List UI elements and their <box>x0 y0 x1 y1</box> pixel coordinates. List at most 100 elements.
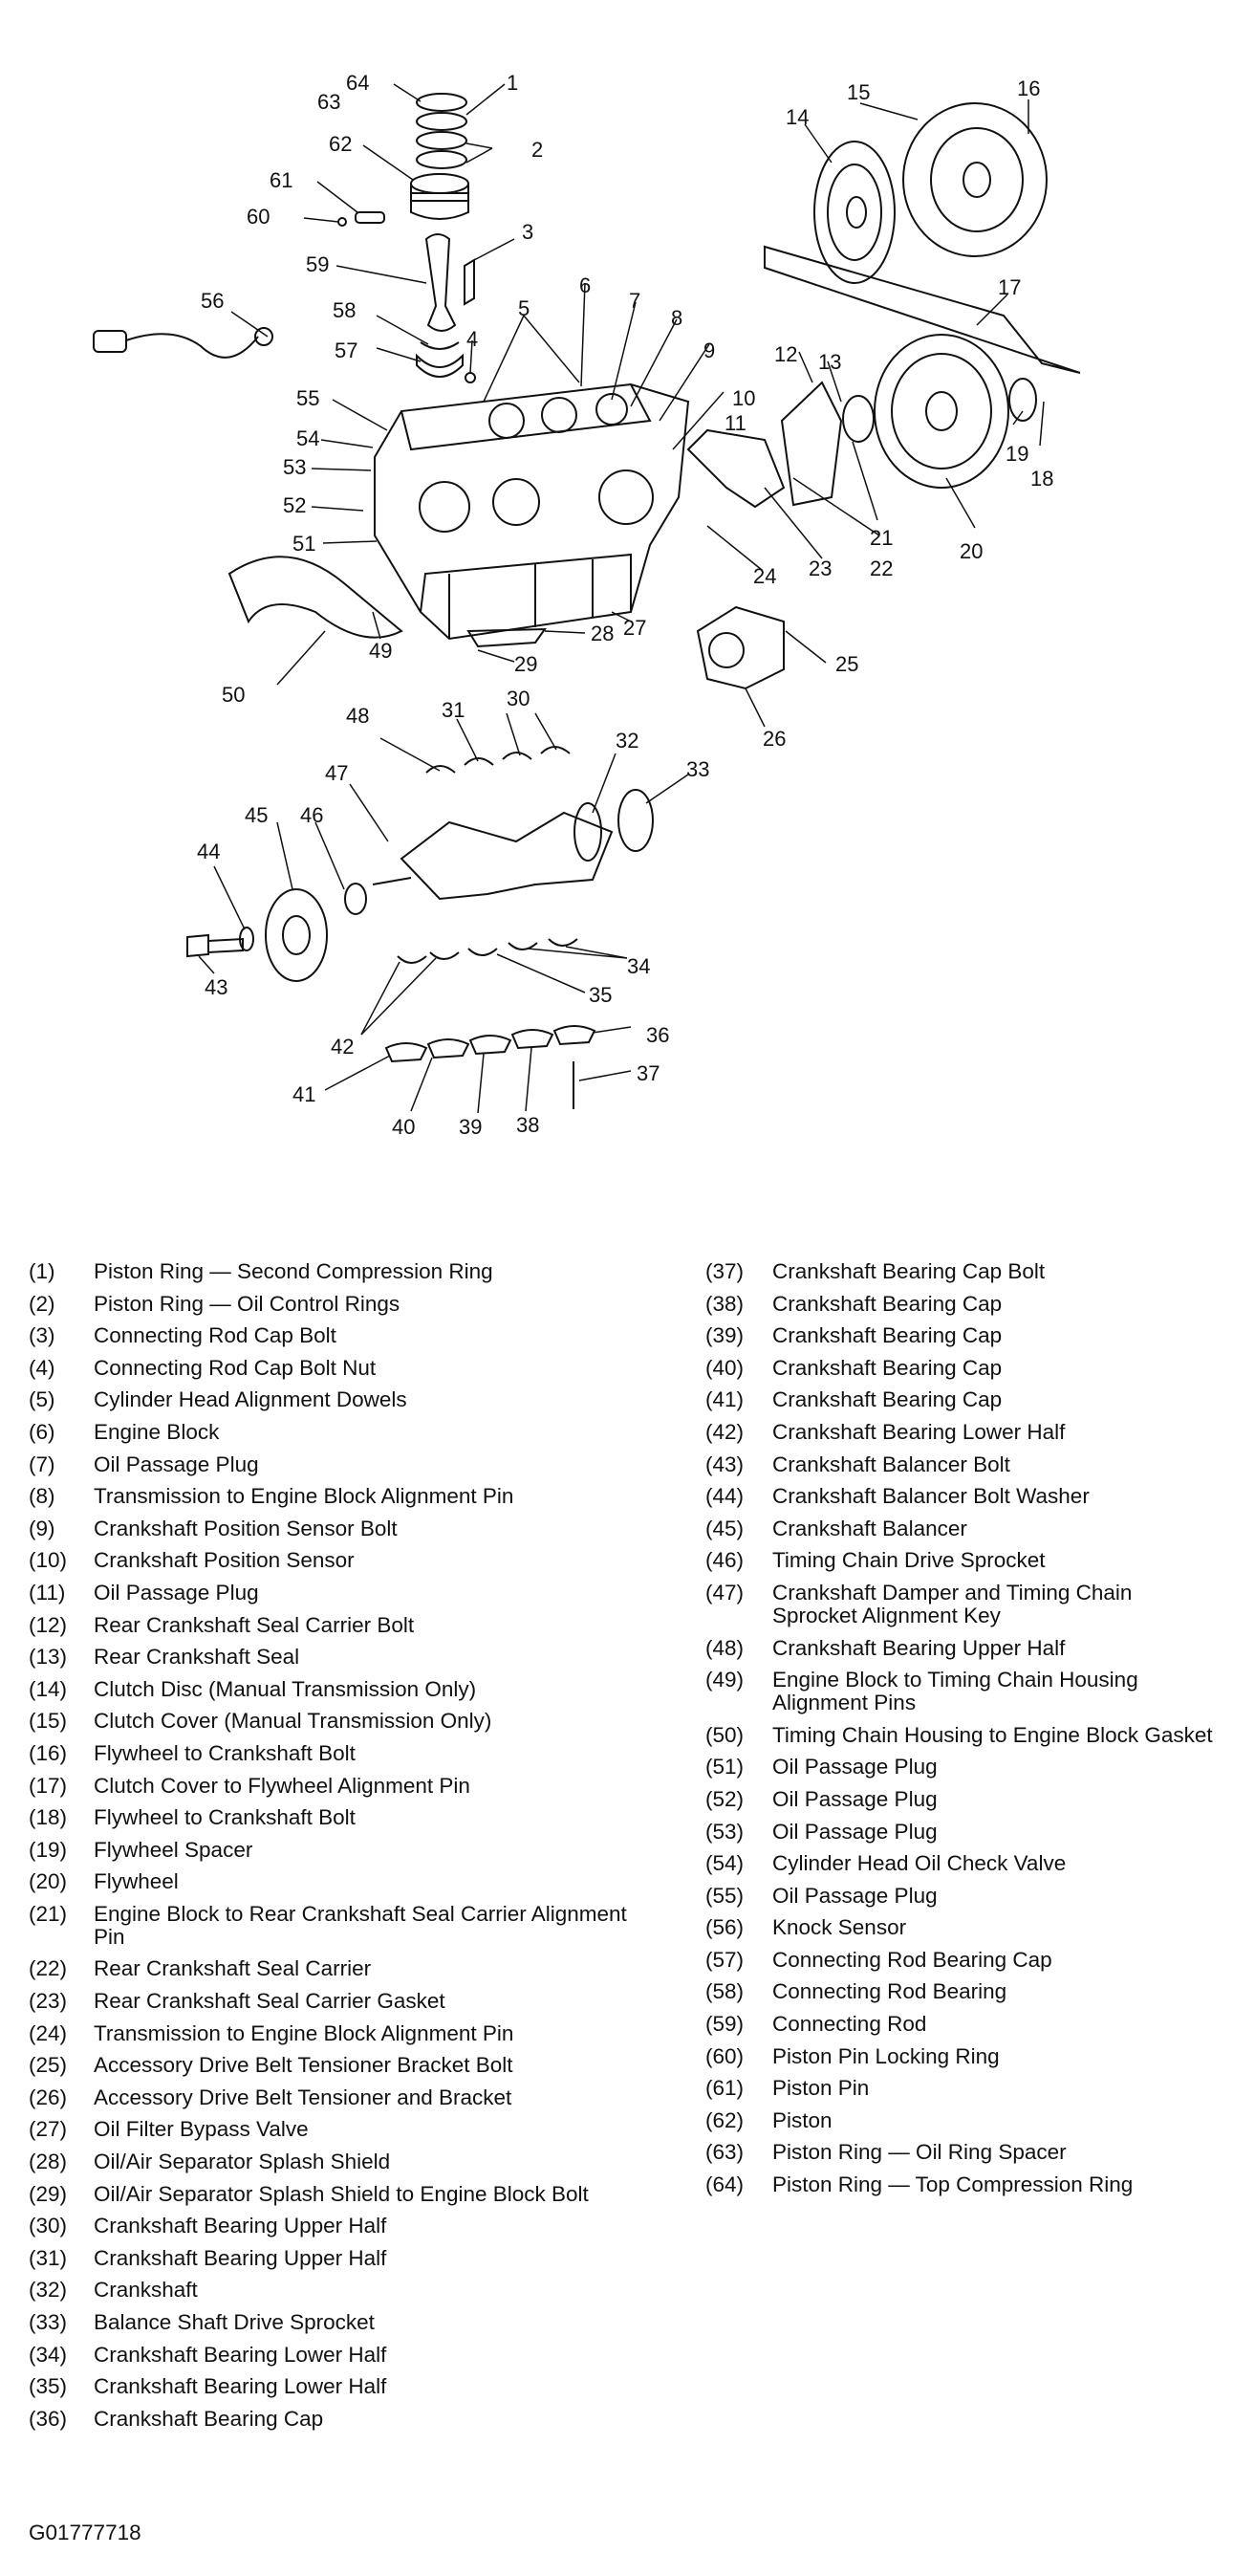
legend-item-number: (27) <box>29 2117 68 2142</box>
legend-item: (10)Crankshaft Position Sensor <box>29 1549 640 1572</box>
callout-38: 38 <box>516 1113 539 1137</box>
callout-15: 15 <box>847 80 870 104</box>
legend-item: (12)Rear Crankshaft Seal Carrier Bolt <box>29 1612 640 1637</box>
connecting-rod <box>424 233 457 332</box>
legend-item: (49)Engine Block to Timing Chain Housing… <box>705 1669 1222 1714</box>
legend-item-label: Piston Ring — Second Compression Ring <box>94 1259 493 1283</box>
legend-item-label: Piston <box>772 2107 833 2132</box>
callout-52: 52 <box>283 493 306 517</box>
legend-item-number: (37) <box>705 1259 745 1283</box>
legend-item-number: (51) <box>705 1755 745 1779</box>
legend-item-label: Rear Crankshaft Seal <box>94 1645 300 1670</box>
legend-item-number: (9) <box>29 1516 55 1540</box>
legend-item-number: (61) <box>705 2076 745 2101</box>
legend-item-number: (41) <box>705 1387 745 1412</box>
legend-item-number: (47) <box>705 1580 745 1605</box>
legend-item: (46)Timing Chain Drive Sprocket <box>705 1549 1222 1572</box>
legend-item: (8)Transmission to Engine Block Alignmen… <box>29 1485 640 1508</box>
legend-item-label: Crankshaft Bearing Cap <box>772 1355 1003 1380</box>
legend-item: (54)Cylinder Head Oil Check Valve <box>705 1852 1222 1875</box>
callout-24: 24 <box>753 564 776 588</box>
callout-23: 23 <box>809 557 832 580</box>
callout-17: 17 <box>998 275 1021 299</box>
legend-item: (32)Crankshaft <box>29 2279 640 2302</box>
legend-item-label: Crankshaft Bearing Upper Half <box>94 2214 387 2238</box>
callout-14: 14 <box>786 105 809 129</box>
legend-item: (35)Crankshaft Bearing Lower Half <box>29 2375 640 2398</box>
piston-pin-locking-ring <box>337 217 347 227</box>
knock-sensor <box>93 327 273 359</box>
legend-item-label: Crankshaft <box>94 2278 198 2303</box>
legend-item: (5)Cylinder Head Alignment Dowels <box>29 1388 640 1411</box>
callout-63: 63 <box>317 90 340 114</box>
legend-item: (17)Clutch Cover to Flywheel Alignment P… <box>29 1774 640 1798</box>
legend-item-label: Rear Crankshaft Seal Carrier Gasket <box>94 1989 445 2014</box>
callout-45: 45 <box>245 803 268 827</box>
legend-item-number: (13) <box>29 1645 68 1670</box>
legend-item-number: (43) <box>705 1452 745 1476</box>
callout-64: 64 <box>346 71 369 95</box>
engine-block <box>374 382 690 641</box>
legend-item: (28)Oil/Air Separator Splash Shield <box>29 2150 640 2173</box>
legend-item-number: (49) <box>705 1668 745 1692</box>
connecting-rod-bearing <box>420 341 460 350</box>
legend-item-number: (30) <box>29 2214 68 2238</box>
legend-item: (11)Oil Passage Plug <box>29 1581 640 1605</box>
callout-2: 2 <box>531 138 543 162</box>
timing-chain-sprocket <box>344 883 367 915</box>
legend-item: (9)Crankshaft Position Sensor Bolt <box>29 1517 640 1540</box>
legend-item-number: (56) <box>705 1915 745 1940</box>
legend-item: (27) Oil Filter Bypass Valve <box>29 2118 640 2141</box>
legend-item: (64)Piston Ring — Top Compression Ring <box>705 2173 1222 2196</box>
legend-item: (47)Crankshaft Damper and Timing Chain S… <box>705 1580 1222 1627</box>
legend-item-label: Flywheel to Crankshaft Bolt <box>94 1740 356 1765</box>
callout-39: 39 <box>459 1115 482 1139</box>
legend-item: (50)Timing Chain Housing to Engine Block… <box>705 1722 1222 1747</box>
legend-item-number: (50) <box>705 1722 745 1747</box>
callout-51: 51 <box>292 532 315 556</box>
legend-item: (6)Engine Block <box>29 1420 640 1444</box>
clutch-cover <box>902 102 1048 257</box>
legend-item: (21)Engine Block to Rear Crankshaft Seal… <box>29 1902 640 1949</box>
legend-item-label: Oil/Air Separator Splash Shield to Engin… <box>94 2181 589 2206</box>
legend-item-label: Crankshaft Bearing Cap <box>94 2406 324 2431</box>
legend-item-number: (46) <box>705 1548 745 1573</box>
legend-item: (61)Piston Pin <box>705 2077 1222 2100</box>
legend-item-label: Crankshaft Balancer Bolt <box>772 1452 1010 1476</box>
drive-belt-outline <box>764 245 1081 374</box>
legend-item-label: Transmission to Engine Block Alignment P… <box>94 2020 514 2045</box>
legend-item-label: Oil Passage Plug <box>94 1452 259 1476</box>
legend-item: (39)Crankshaft Bearing Cap <box>705 1324 1222 1347</box>
legend-item-label: Balance Shaft Drive Sprocket <box>94 2310 375 2334</box>
legend-item-label: Oil Passage Plug <box>772 1819 938 1844</box>
legend-item-label: Crankshaft Bearing Lower Half <box>94 2342 387 2367</box>
legend-item-number: (12) <box>29 1612 68 1637</box>
timing-chain-housing-gasket <box>227 556 403 639</box>
legend-item-number: (63) <box>705 2140 745 2165</box>
callout-46: 46 <box>300 803 323 827</box>
legend-item-number: (4) <box>29 1355 55 1380</box>
legend-item-number: (5) <box>29 1387 55 1412</box>
legend-item: (20)Flywheel <box>29 1870 640 1893</box>
legend-item-number: (60) <box>705 2043 745 2068</box>
legend-item: (62)Piston <box>705 2107 1222 2132</box>
figure-id: G01777718 <box>29 2521 141 2544</box>
callout-58: 58 <box>333 298 356 322</box>
callout-54: 54 <box>296 426 319 450</box>
legend-item-label: Oil Filter Bypass Valve <box>94 2117 309 2142</box>
legend-item-number: (44) <box>705 1484 745 1509</box>
legend-item: (34)Crankshaft Bearing Lower Half <box>29 2342 640 2367</box>
legend-item-label: Crankshaft Bearing Cap <box>772 1291 1003 1316</box>
legend-item-label: Crankshaft Position Sensor <box>94 1548 355 1573</box>
legend-item-label: Piston Pin Locking Ring <box>772 2043 1000 2068</box>
legend-item-label: Flywheel Spacer <box>94 1837 253 1862</box>
callout-25: 25 <box>835 652 858 676</box>
rear-crankshaft-seal <box>842 395 875 443</box>
callout-27: 27 <box>623 616 646 640</box>
legend-item: (1)Piston Ring — Second Compression Ring <box>29 1260 640 1283</box>
callout-6: 6 <box>579 273 591 297</box>
callout-61: 61 <box>270 168 292 192</box>
legend-item: (45)Crankshaft Balancer <box>705 1517 1222 1540</box>
callout-62: 62 <box>329 132 352 156</box>
callout-12: 12 <box>774 342 797 366</box>
